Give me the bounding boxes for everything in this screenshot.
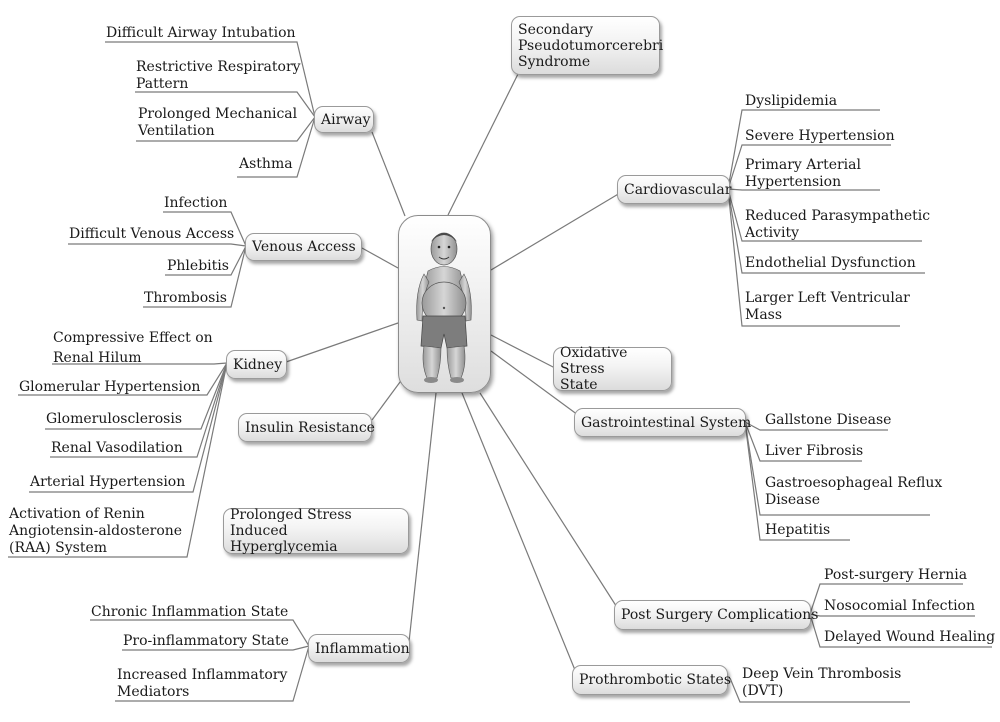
airway-item: Restrictive Respiratory Pattern bbox=[136, 59, 301, 92]
spoke-cardio bbox=[490, 192, 621, 271]
venous-item: Infection bbox=[164, 195, 228, 211]
kidney-item: Renal Vasodilation bbox=[51, 440, 183, 456]
cardio-item: Dyslipidemia bbox=[745, 93, 838, 109]
node-venous-access: Venous Access bbox=[245, 233, 362, 261]
cardio-item: Severe Hypertension bbox=[745, 128, 895, 144]
center-figure-box bbox=[398, 215, 491, 393]
inflammation-item: Increased Inflammatory Mediators bbox=[117, 667, 288, 700]
kidney-item: Arterial Hypertension bbox=[30, 474, 186, 490]
venous-item: Phlebitis bbox=[167, 258, 229, 274]
prothrombotic-item: Deep Vein Thrombosis (DVT) bbox=[742, 666, 902, 699]
spoke-inflammation bbox=[408, 392, 437, 643]
post-surgery-item: Delayed Wound Healing bbox=[824, 629, 996, 645]
gastro-item: Gastroesophageal Reflux Disease bbox=[765, 475, 943, 508]
node-inflammation: Inflammation bbox=[308, 634, 410, 663]
spoke-insulin bbox=[371, 377, 404, 421]
post-surgery-item: Post-surgery Hernia bbox=[824, 567, 968, 583]
obese-child-figure-icon bbox=[416, 232, 472, 383]
node-oxidative-stress: Oxidative Stress State bbox=[553, 345, 672, 393]
airway-item: Prolonged Mechanical Ventilation bbox=[138, 106, 298, 139]
spoke-airway bbox=[371, 131, 406, 217]
gastro-item: Gallstone Disease bbox=[765, 412, 892, 428]
cardio-item: Larger Left Ventricular Mass bbox=[745, 290, 910, 323]
gastro-item: Hepatitis bbox=[765, 522, 831, 538]
airway-item: Difficult Airway Intubation bbox=[106, 25, 296, 41]
node-prothrombotic: Prothrombotic States bbox=[572, 665, 731, 695]
spoke-pseudotumor bbox=[447, 73, 519, 216]
spoke-oxidative bbox=[490, 334, 556, 369]
kidney-item: Compressive Effect on Renal Hilum bbox=[53, 330, 213, 366]
node-gastrointestinal: Gastrointestinal System bbox=[574, 408, 751, 437]
spoke-prothrombotic bbox=[461, 392, 578, 676]
airway-item: Asthma bbox=[239, 156, 293, 172]
inflammation-item: Pro-inflammatory State bbox=[123, 633, 289, 649]
spoke-postsurgery bbox=[479, 392, 621, 613]
node-pseudotumor: Secondary Pseudotumorcerebri Syndrome bbox=[511, 16, 663, 75]
kidney-item: Activation of Renin Angiotensin-aldoster… bbox=[9, 506, 183, 556]
spoke-gastro bbox=[490, 350, 579, 416]
post-surgery-item: Nosocomial Infection bbox=[824, 598, 975, 614]
node-airway: Airway bbox=[314, 106, 374, 133]
inflammation-item: Chronic Inflammation State bbox=[91, 604, 289, 620]
cardio-item: Primary Arterial Hypertension bbox=[745, 157, 861, 190]
node-insulin-resistance: Insulin Resistance bbox=[238, 413, 375, 442]
cardio-item: Endothelial Dysfunction bbox=[745, 255, 916, 271]
venous-item: Thrombosis bbox=[144, 290, 227, 306]
gastro-item: Liver Fibrosis bbox=[765, 443, 864, 459]
venous-item: Difficult Venous Access bbox=[69, 226, 235, 242]
spoke-kidney bbox=[285, 322, 399, 363]
cardio-item: Reduced Parasympathetic Activity bbox=[745, 208, 931, 241]
node-cardiovascular: Cardiovascular bbox=[617, 175, 731, 204]
spoke-venous bbox=[361, 247, 399, 269]
kidney-item: Glomerulosclerosis bbox=[46, 411, 183, 427]
kidney-item: Glomerular Hypertension bbox=[19, 379, 201, 395]
node-post-surgery: Post Surgery Complications bbox=[614, 600, 818, 630]
node-stress-hyperglycemia: Prolonged Stress Induced Hyperglycemia bbox=[223, 507, 409, 555]
node-kidney: Kidney bbox=[226, 350, 287, 379]
